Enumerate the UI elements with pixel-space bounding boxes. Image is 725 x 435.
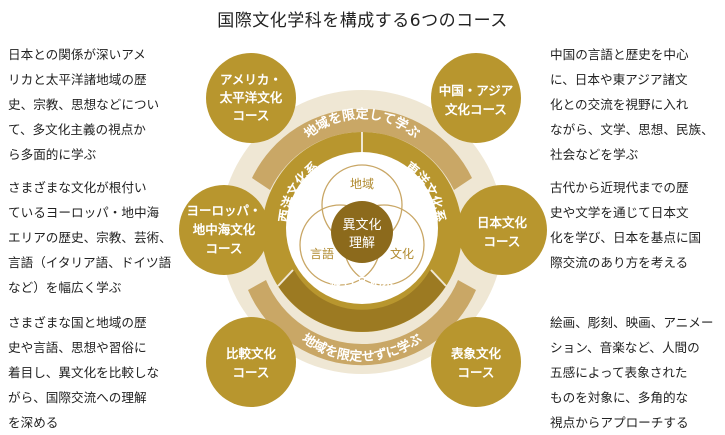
description-europe: さまざまな文化が根付い ているヨーロッパ・地中海 エリアの歴史、宗教、芸術、 言… xyxy=(8,180,172,295)
page-title: 国際文化学科を構成する6つのコース xyxy=(217,11,508,31)
course-comparative[interactable]: 比較文化 コース xyxy=(206,317,296,407)
course-circle xyxy=(431,53,521,143)
divider-line xyxy=(277,269,294,287)
course-circle xyxy=(179,185,269,275)
core-label-line2: 理解 xyxy=(349,236,375,251)
course-china[interactable]: 中国・アジア 文化コース xyxy=(431,53,521,143)
core-label-line1: 異文化 xyxy=(342,218,381,233)
core-circle xyxy=(331,201,393,263)
course-circle xyxy=(431,317,521,407)
course-diagram: 地域を限定して学ぶ 地域を限定せずに学ぶ 西洋文化系 東洋文化系 複合文化系 地… xyxy=(179,53,547,407)
course-label-line2: 太平洋文化 xyxy=(220,90,283,105)
band-limited-region xyxy=(252,108,472,190)
course-circle xyxy=(457,185,547,275)
course-america[interactable]: アメリカ・ 太平洋文化 コース xyxy=(206,53,296,143)
description-china: 中国の言語と歴史を中心 に、日本や東アジア諸文 化との交流を視野に入れ ながら、… xyxy=(550,47,714,162)
course-label-line2: コース xyxy=(458,365,495,380)
course-label-line1: アメリカ・ xyxy=(220,72,282,87)
course-label-line3: コース xyxy=(206,241,243,256)
band-label-composite: 複合文化系 xyxy=(328,274,394,290)
description-japan: 古代から近現代までの歴 史や文学を通じて日本文 化を学び、日本を基点に国 際交流… xyxy=(550,180,702,270)
venn-label-language: 言語 xyxy=(310,246,334,261)
composite-band xyxy=(278,270,446,332)
course-japan[interactable]: 日本文化 コース xyxy=(457,185,547,275)
course-label-line1: ヨーロッパ・ xyxy=(186,203,261,218)
venn-label-region: 地域 xyxy=(350,177,374,191)
band-unlimited-region xyxy=(248,280,476,366)
course-label-line1: 比較文化 xyxy=(226,346,277,361)
course-circle xyxy=(206,317,296,407)
course-europe[interactable]: ヨーロッパ・ 地中海文化 コース xyxy=(179,185,269,275)
course-label-line2: 文化コース xyxy=(445,102,507,117)
course-label-line1: 表象文化 xyxy=(450,346,502,361)
course-label-line2: 地中海文化 xyxy=(193,222,256,237)
description-america: 日本との関係が深いアメ リカと太平洋諸地域の歴 史、宗教、思想などについ て、多… xyxy=(8,47,160,162)
divider-line xyxy=(430,269,447,287)
course-label-line2: コース xyxy=(484,234,521,249)
course-label-line1: 日本文化 xyxy=(477,215,528,230)
course-label-line3: コース xyxy=(233,108,270,123)
course-label-line1: 中国・アジア xyxy=(439,83,514,98)
course-circle xyxy=(206,53,296,143)
venn-label-culture: 文化 xyxy=(390,246,414,261)
course-representation[interactable]: 表象文化 コース xyxy=(431,317,521,407)
course-label-line2: コース xyxy=(233,365,270,380)
